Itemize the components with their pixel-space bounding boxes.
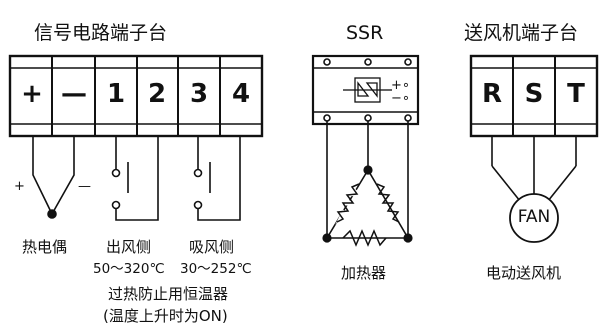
outlet-side-label: 出风侧 bbox=[106, 238, 152, 256]
overheat-thermostat-condition: (温度上升时为ON) bbox=[103, 307, 228, 325]
fan-motor-icon bbox=[509, 193, 559, 243]
heater-resistors bbox=[335, 180, 400, 247]
inlet-side-range: 30～252℃ bbox=[180, 261, 252, 277]
terminal-4: 4 bbox=[231, 79, 251, 109]
thermocouple-wiring bbox=[32, 136, 75, 219]
fan-text: FAN bbox=[517, 207, 551, 227]
heater-label: 加热器 bbox=[341, 264, 387, 282]
terminal-minus: — bbox=[61, 79, 87, 109]
overheat-thermostat-note: 过热防止用恒温器 bbox=[108, 285, 229, 303]
signal-terminal-block bbox=[8, 54, 264, 138]
ssr-title: SSR bbox=[346, 22, 384, 44]
fan-label: 电动送风机 bbox=[486, 264, 562, 282]
terminal-plus: + bbox=[21, 79, 43, 109]
terminal-s: S bbox=[524, 79, 544, 109]
outlet-side-range: 50～320℃ bbox=[93, 261, 165, 277]
inlet-thermostat-switch bbox=[193, 136, 241, 221]
ssr-module bbox=[311, 54, 420, 126]
triac-icon bbox=[343, 77, 392, 103]
fan-block-title: 送风机端子台 bbox=[464, 22, 579, 44]
signal-block-title: 信号电路端子台 bbox=[34, 22, 168, 44]
fan-wiring bbox=[491, 136, 577, 243]
terminal-r: R bbox=[481, 79, 503, 109]
ssr-minus-pin: −∘ bbox=[391, 91, 411, 106]
terminal-2: 2 bbox=[147, 79, 167, 109]
terminal-3: 3 bbox=[189, 79, 209, 109]
terminal-1: 1 bbox=[106, 79, 126, 109]
terminal-t: T bbox=[567, 79, 585, 109]
inlet-side-label: 吸风侧 bbox=[189, 238, 235, 256]
thermocouple-plus: + bbox=[14, 179, 25, 194]
thermocouple-label: 热电偶 bbox=[22, 238, 68, 256]
heater-wiring bbox=[322, 121, 413, 243]
outlet-thermostat-switch bbox=[111, 136, 159, 221]
ssr-plus-pin: +∘ bbox=[391, 78, 411, 93]
thermocouple-minus: — bbox=[78, 179, 91, 194]
